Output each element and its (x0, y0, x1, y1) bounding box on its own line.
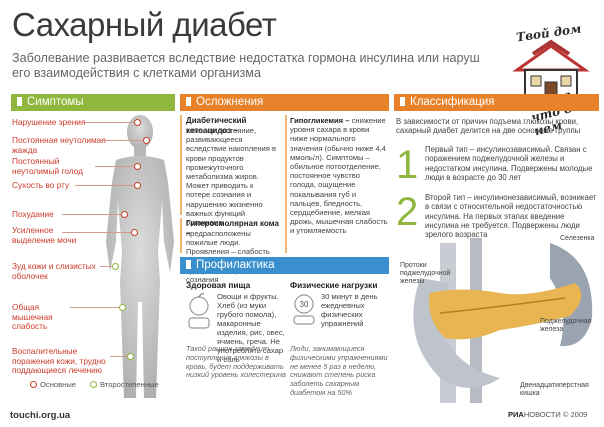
label-ducts: Протоки поджелудочной железы (400, 262, 451, 285)
type1-text: Первый тип – инсулинозависимый. Связан с… (425, 145, 593, 182)
symptoms-title: Симптомы (27, 96, 84, 108)
label-duodenum: Двенадцатиперстная кишка (520, 382, 589, 397)
hypoglycemia-block: Гипогликемия – снижение уровня сахара в … (290, 116, 388, 236)
stopwatch-icon: 30 (293, 294, 315, 325)
footer-source-brand: РИА (508, 410, 524, 419)
symptom-marker (134, 119, 141, 126)
divider (180, 218, 182, 253)
connector-line (85, 122, 135, 123)
hypoglycemia-text: снижение уровня сахара в крови ниже норм… (290, 116, 388, 236)
symptom-marker-secondary (127, 353, 134, 360)
header-mark-icon (400, 97, 405, 106)
label-pancreas: Поджелудочная железа (540, 318, 592, 333)
complications-title: Осложнения (196, 96, 264, 108)
footer-site: touchi.org.ua (10, 410, 71, 421)
stopwatch-badge: 30 (300, 300, 309, 309)
symptom-marker (121, 211, 128, 218)
pancreas-illustration (413, 238, 593, 403)
page-title: Сахарный диабет (12, 6, 277, 43)
page-subtitle: Заболевание развивается вследствие недос… (12, 51, 512, 81)
symptom-itching: Зуд кожи и слизистых оболочек (12, 261, 96, 281)
symptom-marker (131, 229, 138, 236)
type2-text: Второй тип – инсулинонезависимый, возник… (425, 193, 597, 240)
exercise-title: Физические нагрузки (290, 280, 378, 290)
label-spleen: Селезенка (560, 235, 595, 242)
symptom-thirst: Постоянная неутолимая жажда (12, 135, 106, 155)
prevention-header: Профилактика (180, 257, 389, 274)
connector-line (95, 166, 135, 167)
symptom-marker-secondary (119, 304, 126, 311)
legend-main-marker-icon (30, 381, 37, 388)
legend-secondary: Второстепенные (90, 380, 159, 389)
prevention-title: Профилактика (196, 259, 275, 271)
hyperosmolar-title: Гиперосмолярная кома – (186, 219, 279, 238)
classification-intro: В зависимости от причин подъема глюкозы … (396, 117, 581, 136)
symptom-urination: Усиленное выделение мочи (12, 225, 77, 245)
symptom-marker-secondary (112, 263, 119, 270)
symptom-marker (134, 182, 141, 189)
ketoacidosis-title: Диабетический кетоацидоз – (186, 116, 247, 135)
symptom-skin: Воспалительные поражения кожи, трудно по… (12, 346, 106, 375)
symptom-dry-mouth: Сухость во рту (12, 180, 70, 190)
divider (285, 115, 287, 253)
connector-line (62, 232, 132, 233)
complications-header: Осложнения (180, 94, 389, 111)
connector-line (100, 140, 145, 141)
symptom-hunger: Постоянный неутолимый голод (12, 156, 83, 176)
footer-source: РИАНОВОСТИ © 2009 (508, 410, 587, 419)
symptom-weakness: Общая мышечная слабость (12, 302, 53, 331)
divider (180, 115, 182, 215)
header-mark-icon (17, 97, 22, 106)
type2-number: 2 (396, 190, 419, 234)
food-title: Здоровая пища (186, 280, 251, 290)
exercise-text: 30 минут в день ежедневных физических уп… (321, 292, 378, 328)
symptom-vision: Нарушение зрения (12, 117, 86, 127)
classification-header: Классификация (394, 94, 599, 111)
symptom-marker (134, 163, 141, 170)
exercise-note: Люди, занимающиеся физическими упражнени… (290, 344, 388, 397)
symptom-marker (143, 137, 150, 144)
apple-icon (188, 293, 210, 329)
legend-main: Основные (30, 380, 76, 389)
connector-line (75, 185, 135, 186)
subtitle-line-1: Заболевание развивается вследствие недос… (12, 51, 480, 65)
connector-line (100, 266, 115, 267)
food-text: Овощи и фрукты. Хлеб (из муки грубого по… (217, 292, 285, 364)
header-mark-icon (186, 260, 191, 269)
connector-line (70, 307, 120, 308)
connector-line (110, 356, 128, 357)
hypoglycemia-title: Гипогликемия – (290, 116, 350, 125)
symptoms-header: Симптомы (11, 94, 175, 111)
classification-title: Классификация (410, 96, 495, 108)
ketoacidosis-text: тяжелое состояние, развивающееся вследст… (186, 126, 277, 228)
connector-line (62, 214, 122, 215)
header-mark-icon (186, 97, 191, 106)
food-note: Такой рацион замедлит поступление глюкоз… (186, 344, 286, 380)
legend-secondary-marker-icon (90, 381, 97, 388)
subtitle-line-2: его взаимодействия с клетками организма (12, 66, 261, 80)
symptom-weight-loss: Похудание (12, 209, 54, 219)
type1-number: 1 (396, 143, 419, 187)
footer-source-rest: НОВОСТИ © 2009 (523, 410, 588, 419)
